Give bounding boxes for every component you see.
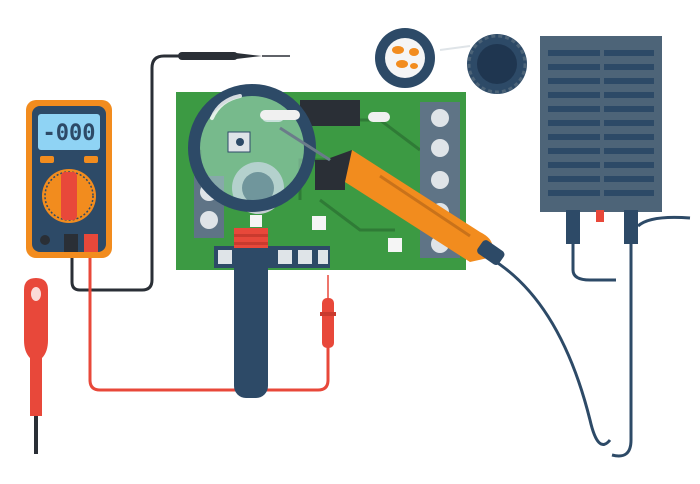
soldering-iron-icon: [279, 126, 612, 446]
multimeter-display: -000: [43, 121, 96, 146]
black-test-probe-icon: [178, 52, 290, 60]
screwdriver-icon: [24, 278, 48, 454]
solder-reel-icon: [375, 28, 527, 94]
multimeter-icon: -000: [26, 100, 112, 258]
multimeter-black-lead: [70, 54, 244, 292]
multimeter-red-lead: [88, 252, 330, 392]
power-supply-icon: [540, 36, 691, 458]
red-test-probe-icon: [320, 275, 336, 348]
